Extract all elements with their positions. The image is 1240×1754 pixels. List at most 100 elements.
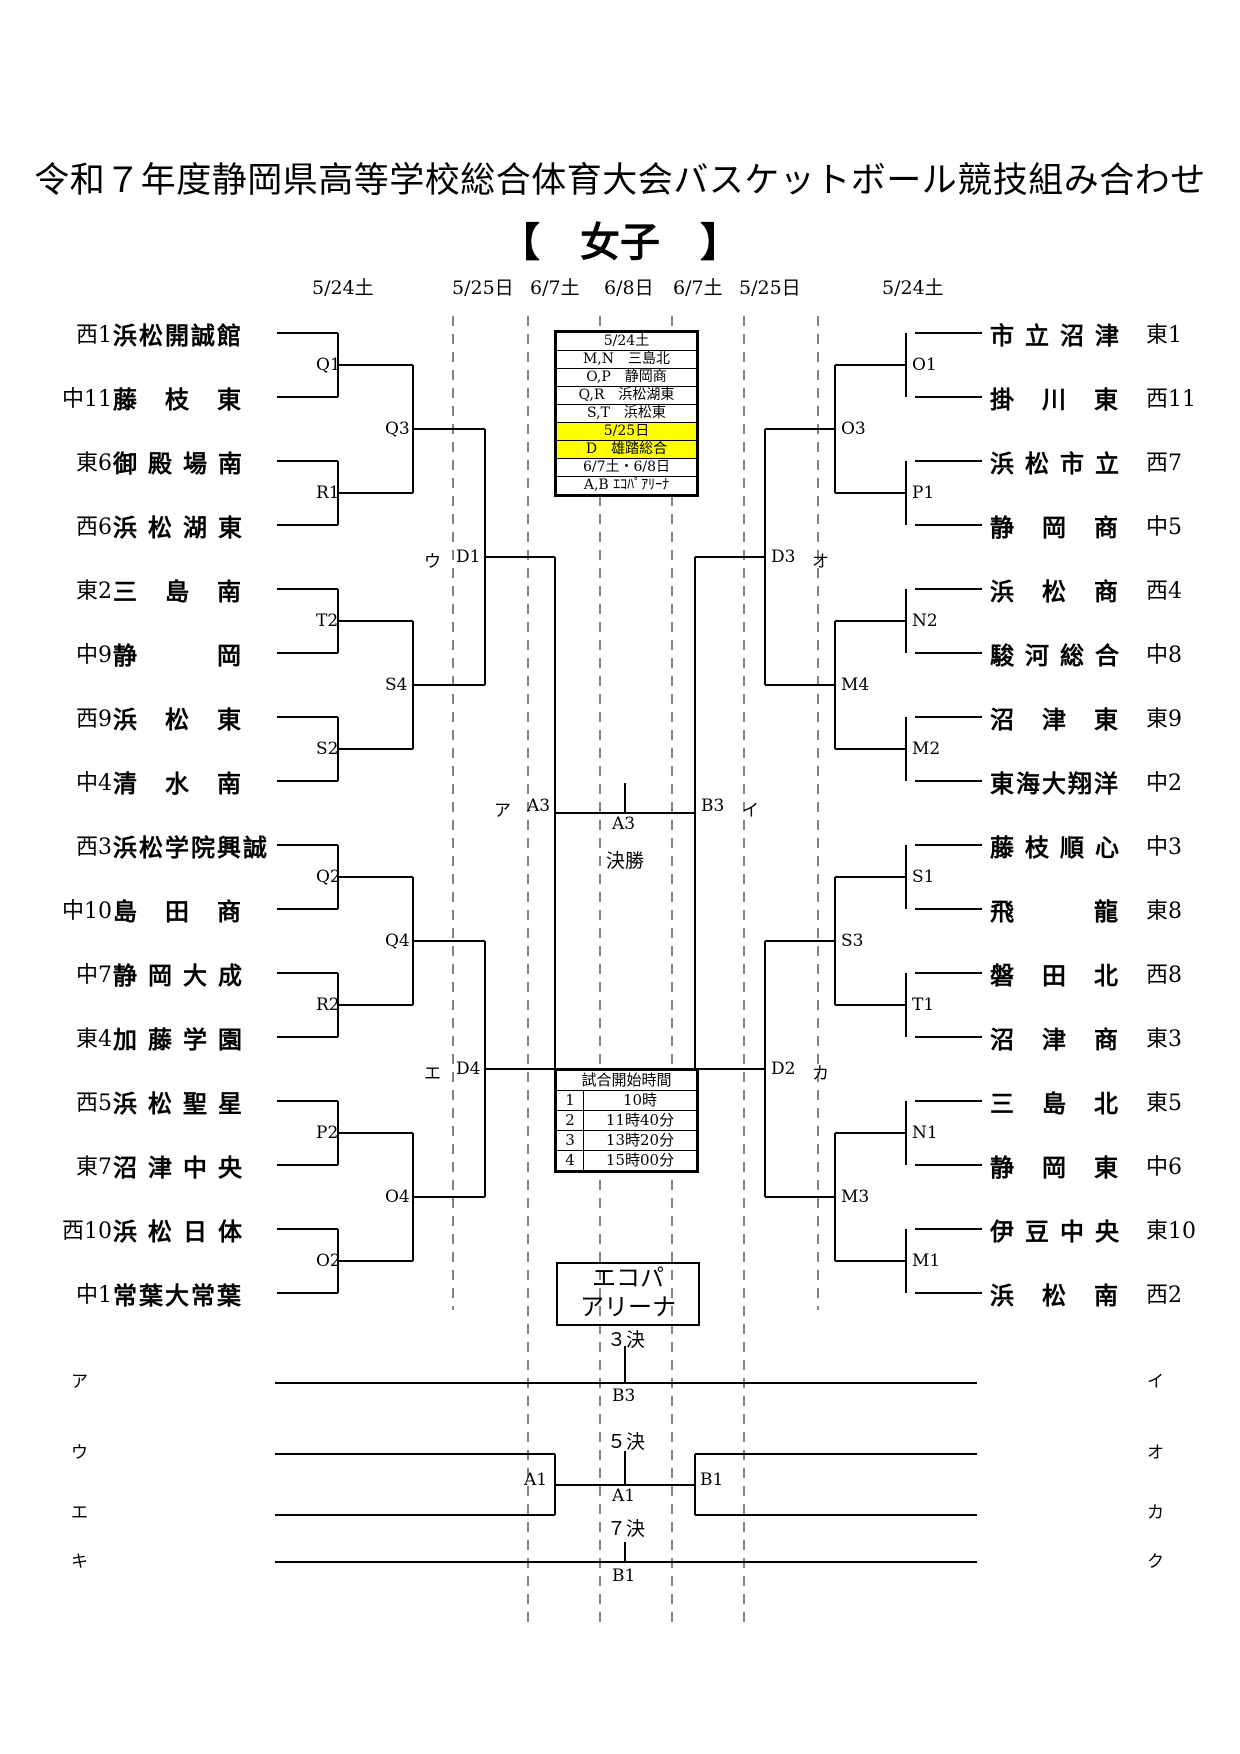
date-final: 6/8日 <box>604 277 654 299</box>
date-day1-left: 5/24土 <box>312 277 374 299</box>
match-label: R1 <box>316 483 340 503</box>
match-label: D3 <box>771 547 796 567</box>
team-seed-code: 西7 <box>1146 451 1182 476</box>
final-label: A3 <box>612 814 636 834</box>
match-label: S2 <box>316 739 339 759</box>
final-text: 決勝 <box>606 850 645 872</box>
fifth-left-label: A1 <box>524 1470 548 1490</box>
team-name: 浜 松 商 <box>990 577 1120 606</box>
team-seed-code: 西2 <box>1146 1283 1182 1308</box>
team-seed-code: 東10 <box>1146 1219 1196 1244</box>
match-label: D4 <box>456 1059 481 1079</box>
schedule-row: 5/24土 <box>557 333 696 351</box>
match-mark: カ <box>812 1064 829 1084</box>
game-number: 4 <box>557 1151 584 1170</box>
team-seed-code: 西10 <box>62 1219 112 1244</box>
schedule-row: 5/25日 <box>557 423 696 441</box>
team-name: 三 島 南 <box>113 577 243 606</box>
date-day1-right: 5/24土 <box>882 277 944 299</box>
team-name: 藤枝順心 <box>990 833 1130 862</box>
team-seed-code: 東1 <box>1146 323 1182 348</box>
match-label: O2 <box>316 1251 341 1271</box>
match-label: P2 <box>316 1123 339 1143</box>
team-seed-code: 西4 <box>1146 579 1182 604</box>
game-number: 1 <box>557 1091 584 1110</box>
team-name: 東海大翔洋 <box>990 769 1120 798</box>
fifth-place-title: ５決 <box>607 1431 646 1453</box>
team-seed-code: 西1 <box>76 323 112 348</box>
game-number: 3 <box>557 1131 584 1150</box>
start-time-row: 2 11時40分 <box>557 1111 696 1131</box>
match-label: M1 <box>912 1251 941 1271</box>
match-label: M3 <box>841 1187 870 1207</box>
team-name: 浜松日体 <box>113 1217 253 1246</box>
team-seed-code: 西3 <box>76 835 112 860</box>
team-seed-code: 東5 <box>1146 1091 1182 1116</box>
team-seed-code: 東3 <box>1146 1027 1182 1052</box>
third-place-label: B3 <box>612 1386 636 1406</box>
team-name: 清 水 南 <box>113 769 243 798</box>
team-name: 藤 枝 東 <box>113 385 243 414</box>
team-name: 静 岡 東 <box>990 1153 1120 1182</box>
match-mark: エ <box>424 1064 441 1084</box>
game-time: 11時40分 <box>605 1111 675 1129</box>
match-label: N1 <box>912 1123 938 1143</box>
match-label: T2 <box>316 611 339 631</box>
schedule-row: Q,R 浜松湖東 <box>557 387 696 405</box>
date-day2-right: 5/25日 <box>739 277 801 299</box>
team-name: 沼津中央 <box>113 1153 253 1182</box>
arena-line2: アリーナ <box>580 1293 676 1321</box>
team-name: 飛 龍 <box>990 897 1120 926</box>
game-time: 15時00分 <box>605 1151 675 1169</box>
fifth-right-label: B1 <box>700 1470 724 1490</box>
third-place-title: ３決 <box>607 1329 646 1351</box>
team-name: 浜 松 東 <box>113 705 243 734</box>
team-seed-code: 西5 <box>76 1091 112 1116</box>
team-seed-code: 中6 <box>1146 1155 1182 1180</box>
team-seed-code: 中2 <box>1146 771 1182 796</box>
match-label: M2 <box>912 739 941 759</box>
team-seed-code: 中7 <box>76 963 112 988</box>
match-mark: オ <box>812 552 829 572</box>
match-label: S3 <box>841 931 864 951</box>
team-seed-code: 中3 <box>1146 835 1182 860</box>
game-number: 2 <box>557 1111 584 1130</box>
match-label: S1 <box>912 867 935 887</box>
team-name: 掛 川 東 <box>990 385 1120 414</box>
match-label: P1 <box>912 483 935 503</box>
seventh-place-title: ７決 <box>607 1518 646 1540</box>
team-seed-code: 東2 <box>76 579 112 604</box>
start-time-row: 4 15時00分 <box>557 1151 696 1170</box>
third-left-mark: ア <box>71 1372 88 1392</box>
match-label: N2 <box>912 611 938 631</box>
arena-line1: エコパ <box>592 1264 664 1292</box>
team-name: 浜松市立 <box>990 449 1130 478</box>
team-seed-code: 東8 <box>1146 899 1182 924</box>
team-name: 静 岡 <box>113 641 243 670</box>
team-name: 島 田 商 <box>113 897 243 926</box>
team-seed-code: 中5 <box>1146 515 1182 540</box>
game-time: 13時20分 <box>605 1131 675 1149</box>
semi-left-mark: ア <box>494 801 511 821</box>
semi-right-label: B3 <box>701 796 725 816</box>
schedule-row: 6/7土・6/8日 <box>557 459 696 477</box>
team-seed-code: 中1 <box>76 1283 112 1308</box>
team-name: 磐 田 北 <box>990 961 1120 990</box>
team-seed-code: 西11 <box>1146 387 1196 412</box>
fifth-right-top-mark: オ <box>1147 1443 1164 1463</box>
team-seed-code: 東6 <box>76 451 112 476</box>
seventh-place-label: B1 <box>612 1566 636 1586</box>
date-day3-left: 6/7土 <box>530 277 580 299</box>
match-label: Q1 <box>316 355 341 375</box>
fifth-right-bottom-mark: カ <box>1147 1503 1164 1523</box>
start-time-row: 3 13時20分 <box>557 1131 696 1151</box>
team-name: 伊豆中央 <box>990 1217 1130 1246</box>
match-label: S4 <box>385 675 408 695</box>
schedule-row: A,B ｴｺﾊﾟｱﾘｰﾅ <box>583 477 670 493</box>
semi-right-mark: イ <box>742 801 759 821</box>
match-label: D2 <box>771 1059 796 1079</box>
